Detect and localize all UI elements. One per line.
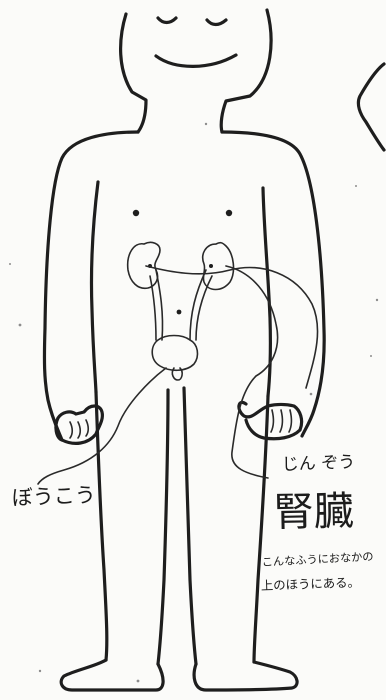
right-leg-inner (182, 386, 198, 666)
offscreen-shape-fragment (356, 62, 386, 152)
left-hand-finger-line-2 (77, 421, 82, 439)
kidney-leader-line-left (145, 265, 319, 389)
body-outline (42, 130, 140, 442)
left-inner-arm (89, 180, 100, 394)
bladder-leader-line (37, 367, 167, 485)
bladder-shape (151, 334, 199, 372)
right-hand-finger-line-2 (279, 409, 284, 433)
left-kidney (126, 241, 161, 290)
right-kidney-hilum (209, 264, 213, 268)
urethra (171, 367, 183, 381)
left-hand (54, 404, 104, 445)
head-outline (119, 12, 148, 134)
left-leg-outer (94, 390, 109, 662)
right-foot (192, 660, 299, 692)
right-eye (205, 18, 228, 27)
right-hand (237, 400, 304, 441)
left-ureter (155, 269, 164, 341)
navel (176, 309, 182, 315)
right-leg-outer (252, 394, 270, 664)
body-outline-right (220, 130, 326, 438)
head-outline-right (219, 8, 273, 134)
right-ureter-2 (195, 275, 213, 341)
right-inner-arm (261, 186, 272, 398)
smile (154, 53, 238, 68)
right-hand-finger-line-3 (288, 409, 293, 433)
left-hand-finger-line-3 (85, 419, 90, 437)
bladder-label: ぼうこう (11, 483, 96, 510)
scan-specks (9, 122, 379, 683)
kidney-kanji-label: 腎臓 (273, 489, 354, 536)
kidney-leader-line-right (225, 265, 279, 479)
left-foot (59, 658, 165, 692)
right-nipple (225, 209, 233, 217)
left-hand-finger-line (69, 421, 74, 439)
left-nipple (132, 209, 140, 217)
left-ureter-2 (149, 275, 157, 341)
left-leg-inner (156, 388, 170, 666)
right-hand-finger-line (270, 409, 275, 433)
kidney-reading-label: じん ぞう (281, 452, 355, 475)
kidney-note-line-1: こんなふうにおなかの (261, 550, 373, 569)
kidney-note-line-2: 上のほうにある。 (261, 575, 361, 593)
left-eye (156, 16, 178, 25)
right-kidney (201, 241, 235, 291)
right-ureter (189, 269, 207, 341)
